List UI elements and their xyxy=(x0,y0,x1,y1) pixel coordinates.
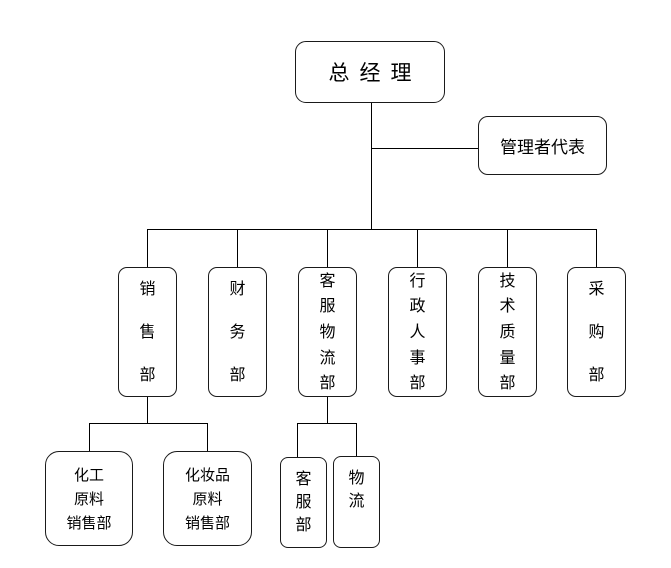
connector-sales-children xyxy=(89,423,208,424)
node-dept-admin-hr: 行政人事部 xyxy=(388,267,447,397)
node-logistics-label: 物流 xyxy=(348,468,365,510)
node-dept-sales-label: 销售部 xyxy=(139,279,156,384)
node-chemical-raw-materials-sales: 化工 原料 销售部 xyxy=(45,451,133,546)
node-dept-sales: 销售部 xyxy=(118,267,177,397)
node-chemical-raw-materials-sales-label: 化工 原料 销售部 xyxy=(66,465,112,532)
node-dept-tech-quality: 技术质量部 xyxy=(478,267,537,397)
connector-drop-tech-quality xyxy=(507,229,508,267)
connector-drop-logistics xyxy=(356,423,357,456)
connector-drop-purchasing xyxy=(596,229,597,267)
node-customer-service: 客服部 xyxy=(280,457,327,548)
connector-csl-children xyxy=(297,423,357,424)
node-dept-finance-label: 财务部 xyxy=(229,279,246,384)
node-dept-purchasing: 采购部 xyxy=(567,267,626,397)
node-management-representative-label: 管理者代表 xyxy=(500,138,585,158)
connector-drop-sales xyxy=(147,229,148,267)
connector-dept-distribution xyxy=(147,229,597,230)
connector-drop-finance xyxy=(237,229,238,267)
node-dept-tech-quality-label: 技术质量部 xyxy=(499,270,516,393)
connector-drop-cosmetics xyxy=(207,423,208,451)
node-management-representative: 管理者代表 xyxy=(478,116,607,175)
connector-rep-branch xyxy=(371,148,478,149)
connector-sales-stem xyxy=(147,397,148,423)
connector-csl-stem xyxy=(327,397,328,423)
node-dept-finance: 财务部 xyxy=(208,267,267,397)
connector-drop-customer-service xyxy=(297,423,298,457)
node-customer-service-label: 客服部 xyxy=(295,469,312,534)
node-cosmetics-raw-materials-sales-label: 化妆品 原料 销售部 xyxy=(184,465,230,532)
node-dept-customer-service-logistics: 客服物流部 xyxy=(298,267,357,397)
node-dept-customer-service-logistics-label: 客服物流部 xyxy=(319,270,336,393)
connector-drop-admin-hr xyxy=(417,229,418,267)
node-dept-admin-hr-label: 行政人事部 xyxy=(409,270,426,393)
node-logistics: 物流 xyxy=(333,456,380,548)
node-general-manager: 总经理 xyxy=(295,41,445,103)
connector-drop-csl xyxy=(327,229,328,267)
connector-drop-chemical xyxy=(89,423,90,451)
node-cosmetics-raw-materials-sales: 化妆品 原料 销售部 xyxy=(163,451,252,546)
connector-root-vertical xyxy=(371,103,372,229)
node-dept-purchasing-label: 采购部 xyxy=(588,279,605,384)
node-general-manager-label: 总经理 xyxy=(328,61,422,85)
